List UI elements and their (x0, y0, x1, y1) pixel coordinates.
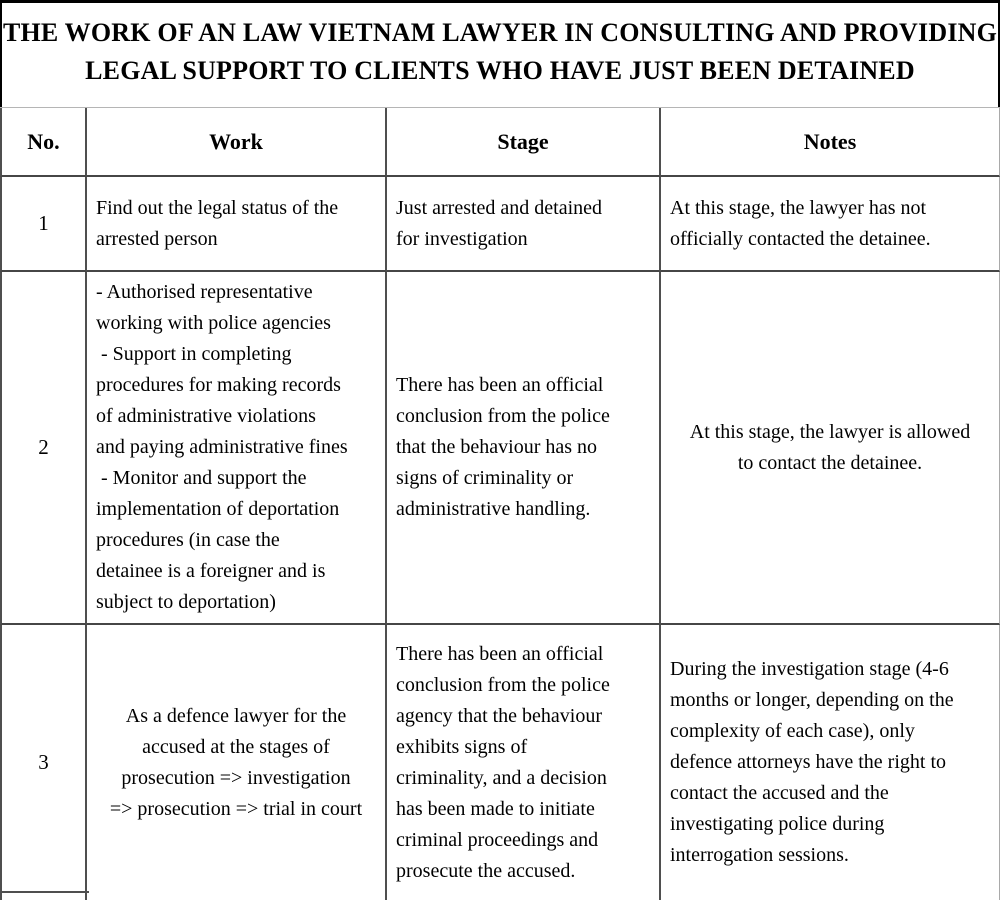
row-1-work: Find out the legal status of the arreste… (87, 177, 387, 272)
work-stages-table: No. Work Stage Notes 1 Find out the lega… (0, 108, 1000, 900)
row-2-stage: There has been an official conclusion fr… (387, 272, 661, 625)
row-1-notes: At this stage, the lawyer has not offici… (661, 177, 1000, 272)
row-3-notes: During the investigation stage (4-6 mont… (661, 625, 1000, 900)
column-header-work: Work (87, 108, 387, 177)
column-header-stage: Stage (387, 108, 661, 177)
row-2-number: 2 (0, 272, 87, 625)
no-column-bottom-border (0, 891, 89, 893)
row-2-notes: At this stage, the lawyer is allowed to … (661, 272, 1000, 625)
document-title-block: THE WORK OF AN LAW VIETNAM LAWYER IN CON… (0, 0, 1000, 107)
row-1-number: 1 (0, 177, 87, 272)
row-2-work: - Authorised representative working with… (87, 272, 387, 625)
row-3-work: As a defence lawyer for the accused at t… (87, 625, 387, 900)
title-divider (0, 107, 1000, 108)
column-header-notes: Notes (661, 108, 1000, 177)
row-3-stage: There has been an official conclusion fr… (387, 625, 661, 900)
column-header-no: No. (0, 108, 87, 177)
page-title: THE WORK OF AN LAW VIETNAM LAWYER IN CON… (2, 18, 998, 85)
row-1-stage: Just arrested and detained for investiga… (387, 177, 661, 272)
row-3-number: 3 (0, 625, 87, 900)
